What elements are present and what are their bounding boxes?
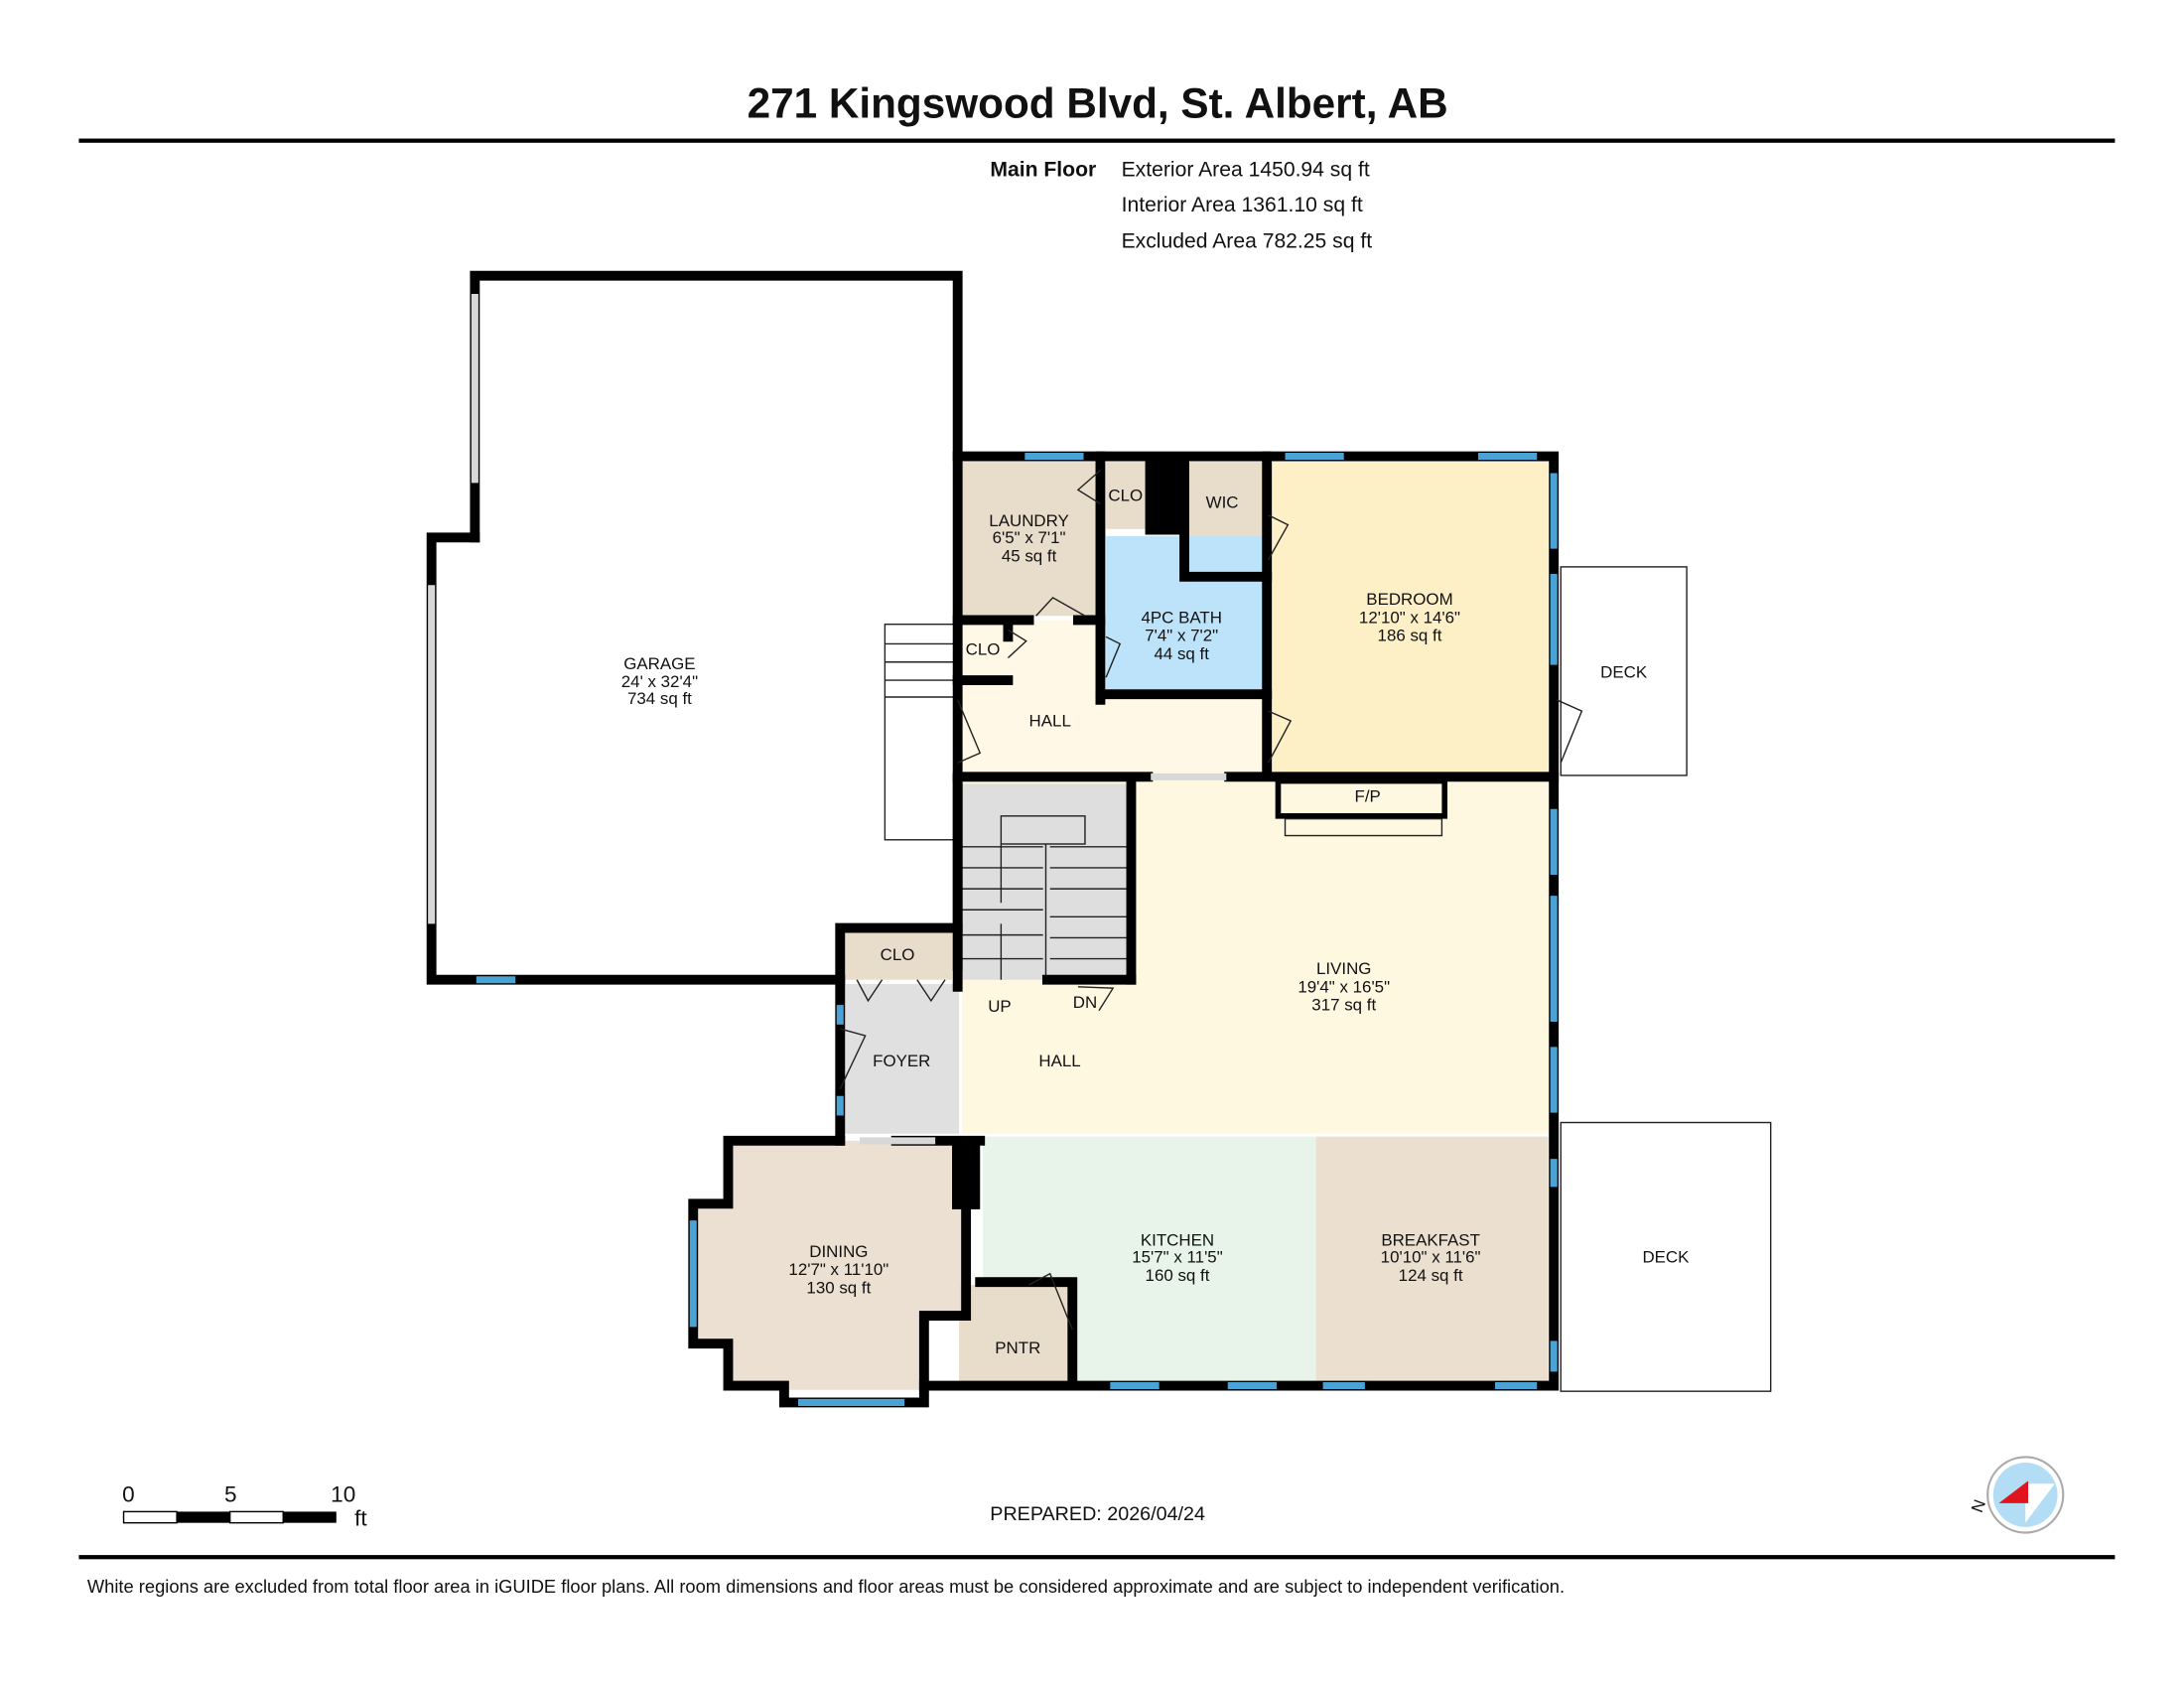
room-4pc-bath: 4PC BATH 7'4" x 7'2" 44 sq ft (1142, 608, 1222, 663)
label-up: UP (988, 997, 1012, 1016)
svg-text:0: 0 (122, 1482, 135, 1507)
svg-text:KITCHEN: KITCHEN (1141, 1231, 1214, 1250)
svg-text:7'4" x 7'2": 7'4" x 7'2" (1145, 627, 1218, 645)
deck-top (1560, 566, 1688, 776)
footer-rule (78, 1555, 2116, 1560)
svg-text:124 sq ft: 124 sq ft (1399, 1266, 1463, 1285)
svg-text:ft: ft (354, 1505, 367, 1530)
svg-text:BREAKFAST: BREAKFAST (1381, 1231, 1480, 1250)
interior-area: Interior Area 1361.10 sq ft (1122, 194, 1363, 216)
label-clo-top: CLO (1108, 487, 1143, 505)
label-pantry: PNTR (995, 1338, 1040, 1357)
page-title: 271 Kingswood Blvd, St. Albert, AB (748, 79, 1448, 126)
room-living: LIVING 19'4" x 16'5" 317 sq ft (1297, 959, 1390, 1015)
svg-text:15'7" x 11'5": 15'7" x 11'5" (1132, 1247, 1222, 1266)
svg-text:160 sq ft: 160 sq ft (1146, 1266, 1210, 1285)
exterior-area: Exterior Area 1450.94 sq ft (1122, 159, 1370, 182)
room-breakfast: BREAKFAST 10'10" x 11'6" 124 sq ft (1381, 1231, 1481, 1285)
compass-icon: N (1968, 1456, 2065, 1534)
svg-text:LAUNDRY: LAUNDRY (989, 511, 1069, 530)
windows (428, 294, 1558, 1406)
scale-bar: 0 5 10 ft (122, 1482, 367, 1531)
svg-text:N: N (1968, 1497, 1989, 1515)
svg-text:44 sq ft: 44 sq ft (1154, 644, 1209, 663)
svg-text:12'10" x 14'6": 12'10" x 14'6" (1359, 608, 1460, 627)
label-fp: F/P (1355, 787, 1381, 806)
svg-text:BEDROOM: BEDROOM (1366, 590, 1452, 609)
svg-text:317 sq ft: 317 sq ft (1311, 996, 1376, 1015)
header-rule (78, 138, 2116, 143)
fireplace (1275, 777, 1448, 819)
disclaimer: White regions are excluded from total fl… (87, 1576, 1565, 1597)
staircase (961, 815, 1128, 980)
svg-text:DINING: DINING (809, 1242, 868, 1261)
svg-text:10'10" x 11'6": 10'10" x 11'6" (1381, 1247, 1481, 1266)
exterior-steps (884, 623, 956, 841)
svg-text:45 sq ft: 45 sq ft (1002, 546, 1057, 565)
deck-bottom (1560, 1121, 1772, 1392)
room-bedroom: BEDROOM 12'10" x 14'6" 186 sq ft (1359, 590, 1460, 645)
svg-text:LIVING: LIVING (1316, 959, 1371, 978)
label-wic: WIC (1206, 493, 1239, 512)
label-hall-lower: HALL (1038, 1052, 1080, 1070)
svg-text:186 sq ft: 186 sq ft (1378, 627, 1442, 645)
label-dn: DN (1073, 993, 1097, 1012)
label-deck-top: DECK (1600, 662, 1648, 681)
room-laundry: LAUNDRY 6'5" x 7'1" 45 sq ft (989, 511, 1069, 565)
svg-text:6'5" x 7'1": 6'5" x 7'1" (993, 528, 1066, 547)
svg-text:130 sq ft: 130 sq ft (806, 1278, 871, 1297)
excluded-area: Excluded Area 782.25 sq ft (1122, 230, 1373, 253)
svg-text:24' x 32'4": 24' x 32'4" (621, 672, 698, 691)
hearth (1284, 817, 1443, 837)
room-dining: DINING 12'7" x 11'10" 130 sq ft (788, 1242, 888, 1298)
label-clo-foyer: CLO (881, 945, 915, 964)
door-swings (839, 470, 1583, 1331)
room-kitchen: KITCHEN 15'7" x 11'5" 160 sq ft (1132, 1231, 1222, 1285)
svg-text:4PC BATH: 4PC BATH (1142, 608, 1222, 627)
label-clo-hall: CLO (966, 640, 1001, 659)
label-deck-bottom: DECK (1642, 1247, 1690, 1266)
label-hall-top: HALL (1029, 712, 1071, 731)
svg-text:734 sq ft: 734 sq ft (627, 689, 692, 708)
room-garage: GARAGE 24' x 32'4" 734 sq ft (621, 654, 698, 708)
svg-text:19'4" x 16'5": 19'4" x 16'5" (1297, 977, 1390, 996)
label-foyer: FOYER (873, 1052, 930, 1070)
svg-text:GARAGE: GARAGE (623, 654, 695, 673)
svg-text:10: 10 (331, 1482, 355, 1507)
svg-text:12'7" x 11'10": 12'7" x 11'10" (788, 1260, 888, 1279)
floor-label: Main Floor (990, 159, 1096, 182)
svg-text:5: 5 (224, 1482, 237, 1507)
prepared-date: PREPARED: 2026/04/24 (990, 1503, 1205, 1525)
